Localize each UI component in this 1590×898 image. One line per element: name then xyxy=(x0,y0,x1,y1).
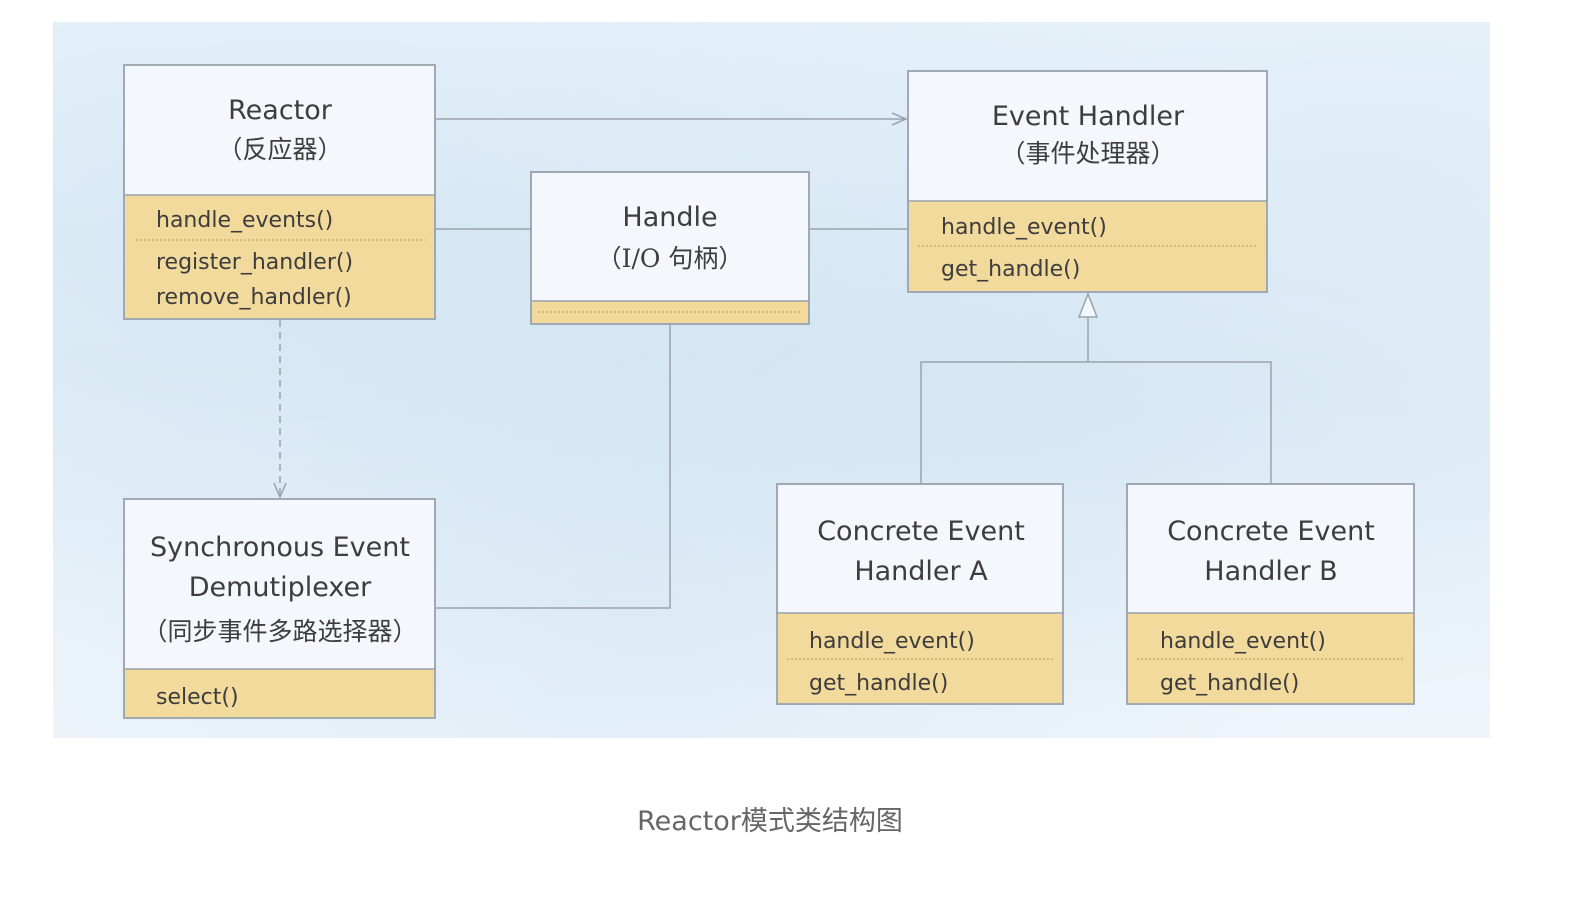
reactor-method-remove-handler: remove_handler() xyxy=(156,285,352,310)
concrete-a-method-handle-event: handle_event() xyxy=(809,629,975,654)
concrete-b-method-handle-event: handle_event() xyxy=(1160,629,1326,654)
inheritance-triangle-icon xyxy=(1077,291,1099,318)
event-handler-title: Event Handler xyxy=(992,101,1185,132)
demultiplexer-method-select: select() xyxy=(156,685,239,710)
demultiplexer-class: Synchronous Event Demutiplexer （同步事件多路选择… xyxy=(123,498,436,719)
handle-subtitle: （I/O 句柄） xyxy=(597,244,744,273)
concrete-a-title-line2: Handler A xyxy=(854,556,988,587)
concrete-b-title-line1: Concrete Event xyxy=(1167,516,1375,547)
event-handler-class: Event Handler （事件处理器） handle_event() get… xyxy=(907,70,1268,293)
demultiplexer-title-line1: Synchronous Event xyxy=(150,532,410,563)
inheritance-line-a xyxy=(920,361,1088,484)
reactor-subtitle: （反应器） xyxy=(217,135,342,164)
reactor-title: Reactor xyxy=(228,95,333,126)
concrete-handler-a-class: Concrete Event Handler A handle_event() … xyxy=(776,483,1064,705)
demultiplexer-title-line2: Demutiplexer xyxy=(189,572,372,603)
handle-to-demultiplexer-line xyxy=(436,325,671,609)
reactor-method-register-handler: register_handler() xyxy=(156,250,353,275)
concrete-a-title-line1: Concrete Event xyxy=(817,516,1025,547)
demultiplexer-subtitle: （同步事件多路选择器） xyxy=(142,617,417,646)
handle-class: Handle （I/O 句柄） xyxy=(530,171,810,325)
reactor-method-handle-events: handle_events() xyxy=(156,208,333,233)
concrete-handler-b-class: Concrete Event Handler B handle_event() … xyxy=(1126,483,1415,705)
concrete-b-title-line2: Handler B xyxy=(1204,556,1337,587)
handle-title: Handle xyxy=(622,202,717,233)
figure-caption: Reactor模式类结构图 xyxy=(637,806,903,837)
concrete-b-method-get-handle: get_handle() xyxy=(1160,671,1299,696)
event-handler-subtitle: （事件处理器） xyxy=(1000,139,1175,168)
reactor-class: Reactor （反应器） handle_events() register_h… xyxy=(123,64,436,320)
event-handler-method-handle-event: handle_event() xyxy=(941,215,1107,240)
concrete-a-method-get-handle: get_handle() xyxy=(809,671,948,696)
inheritance-line-b xyxy=(1088,361,1272,484)
event-handler-method-get-handle: get_handle() xyxy=(941,257,1080,282)
